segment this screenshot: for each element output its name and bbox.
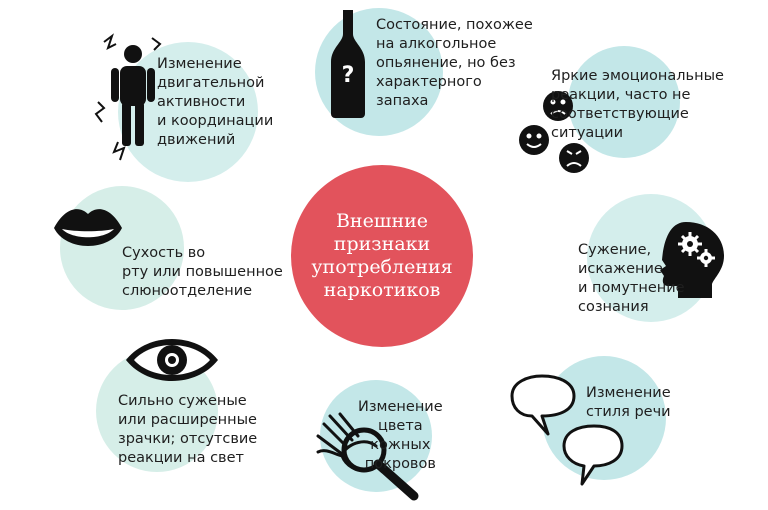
emotion-faces-icon <box>519 91 589 173</box>
label-intox: Состояние, похожее на алкогольное опьяне… <box>376 17 533 109</box>
label-emotion: Яркие эмоциональные реакции, часто не со… <box>551 68 724 141</box>
center-circle: Внешние признаки употребления наркотиков <box>291 165 473 347</box>
label-eyes: Сильно суженые или расширенные зрачки; о… <box>118 393 258 466</box>
head-gears-icon <box>660 222 724 298</box>
label-mouth: Сухость во рту или повышенное слюноотдел… <box>122 245 283 299</box>
bubble-mouth <box>60 186 184 310</box>
label-motor: Изменение двигательной активности и коор… <box>157 56 274 148</box>
speech-bubbles-icon <box>510 374 624 486</box>
center-title: Внешние признаки употребления наркотиков <box>311 210 453 301</box>
label-mind: Сужение, искажение и помутнение сознания <box>578 242 685 315</box>
lips-icon <box>54 209 122 246</box>
bottle-icon: ? <box>331 10 365 118</box>
bubble-emotion <box>568 46 680 158</box>
eye-icon <box>126 339 218 381</box>
label-speech: Изменение стиля речи <box>586 385 671 420</box>
hand-magnifier-icon <box>316 412 419 501</box>
svg-text:?: ? <box>342 63 355 88</box>
person-shaking-icon <box>94 33 162 161</box>
label-skin: Изменение цвета кожных покровов <box>358 399 443 472</box>
